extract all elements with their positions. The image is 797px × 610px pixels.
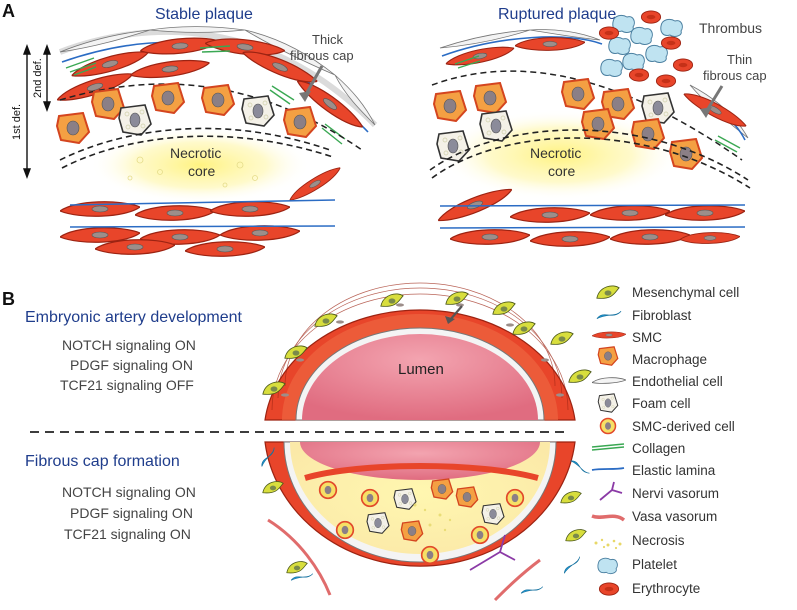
ruptured-necrotic-core-label-1: Necrotic <box>530 145 581 161</box>
stable-plaque-title: Stable plaque <box>155 6 253 23</box>
ruptured-plaque-title: Ruptured plaque <box>498 6 616 23</box>
fibrous-line-1: NOTCH signaling ON <box>62 484 196 500</box>
smc-icon <box>592 331 626 339</box>
legend-label: Macrophage <box>632 352 707 367</box>
legend-labels: Mesenchymal cell Fibroblast SMC Macropha… <box>632 285 739 596</box>
legend-label: Vasa vasorum <box>632 509 717 524</box>
definition-markers <box>22 44 52 179</box>
thick-cap-label-2: fibrous cap <box>290 48 354 63</box>
stable-necrotic-core-label-2: core <box>188 163 215 179</box>
nervi-vasorum-icon <box>599 481 623 501</box>
embryonic-line-1: NOTCH signaling ON <box>62 337 196 353</box>
foam-cell-icon <box>597 393 619 413</box>
legend-label: Platelet <box>632 557 677 572</box>
legend-label: Foam cell <box>632 396 691 411</box>
fibrous-line-3: TCF21 signaling ON <box>64 526 191 542</box>
legend-label: Endothelial cell <box>632 374 723 389</box>
embryonic-line-2: PDGF signaling ON <box>70 357 193 373</box>
collagen-icon <box>591 443 625 451</box>
panel-b-label: B <box>2 289 15 309</box>
legend-label: Mesenchymal cell <box>632 285 739 300</box>
ruptured-necrotic-core-label-2: core <box>548 163 575 179</box>
thin-cap-label-1: Thin <box>727 52 752 67</box>
embryonic-title: Embryonic artery development <box>25 309 243 326</box>
endothelial-cell-icon <box>592 377 626 384</box>
thrombus <box>598 10 694 88</box>
first-def-label: 1st def. <box>11 104 23 140</box>
vasa-vasorum-icon <box>591 514 626 522</box>
legend-label: SMC <box>632 330 662 345</box>
fibrous-cap-title: Fibrous cap formation <box>25 453 180 470</box>
legend-label: Fibroblast <box>632 308 692 323</box>
elastic-lamina-icon <box>591 467 625 471</box>
thin-cap-label-2: fibrous cap <box>703 68 767 83</box>
erythrocyte-icon <box>598 582 620 596</box>
stable-necrotic-core-label-1: Necrotic <box>170 145 221 161</box>
legend-label: Nervi vasorum <box>632 486 719 501</box>
thick-cap-label-1: Thick <box>312 32 344 47</box>
stable-plaque: Necrotic core <box>54 26 378 257</box>
second-def-label: 2nd def. <box>32 58 44 98</box>
fibrous-line-2: PDGF signaling ON <box>70 505 193 521</box>
surrounding-cells-bottom <box>257 447 590 602</box>
fibroblast-icon <box>596 310 622 320</box>
fibrous-cap-artery <box>264 441 576 567</box>
panel-a-label: A <box>2 1 15 21</box>
migration-arrow <box>449 305 463 321</box>
embryonic-line-3: TCF21 signaling OFF <box>60 377 194 393</box>
thick-cap-arrow <box>303 65 324 97</box>
necrosis-icon <box>594 538 622 550</box>
macrophage-icon <box>597 346 619 366</box>
legend <box>591 285 626 596</box>
embryonic-artery <box>264 282 576 421</box>
legend-label: Necrosis <box>632 533 685 548</box>
thrombus-label: Thrombus <box>699 20 762 36</box>
legend-label: Erythrocyte <box>632 581 700 596</box>
legend-label: SMC-derived cell <box>632 419 735 434</box>
platelet-icon <box>597 557 618 575</box>
lumen-label: Lumen <box>398 361 444 378</box>
mesenchymal-cell-icon <box>596 285 620 299</box>
ruptured-plaque: Necrotic core <box>429 10 751 247</box>
legend-label: Elastic lamina <box>632 463 716 478</box>
legend-label: Collagen <box>632 441 685 456</box>
smc-derived-cell-icon <box>599 417 617 435</box>
